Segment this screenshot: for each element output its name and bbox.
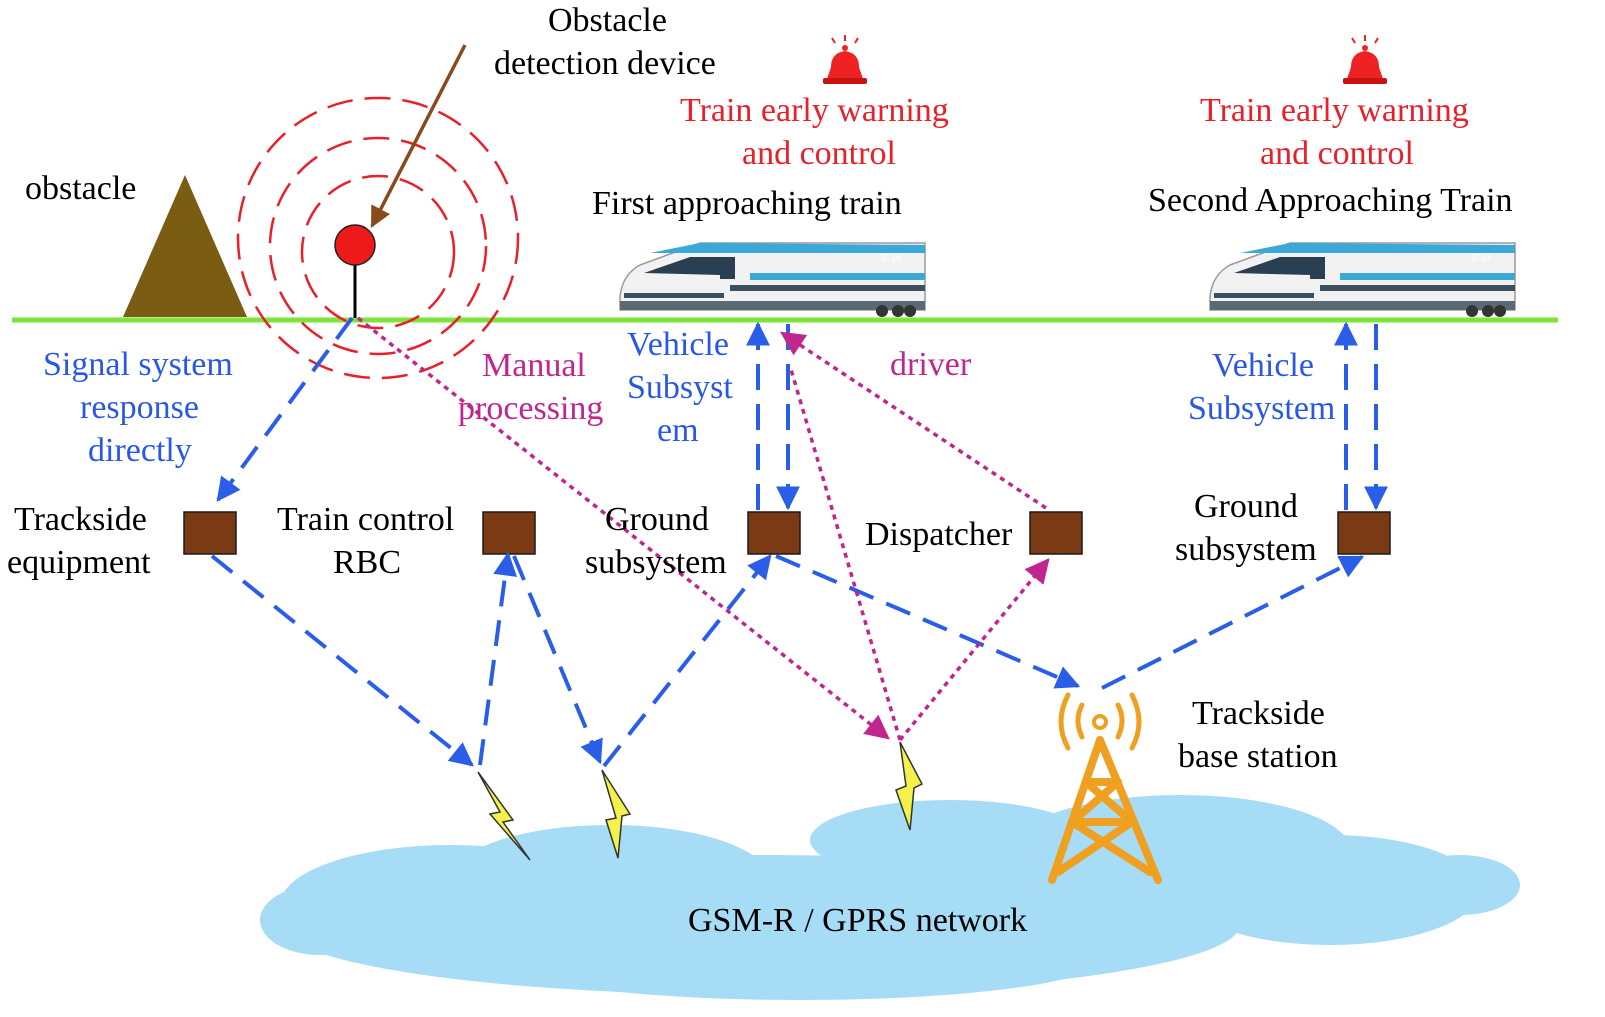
alarm-bell-icon	[823, 35, 867, 84]
labels: obstacle Obstacle detection device Train…	[7, 2, 1513, 939]
dispatcher-box	[1029, 511, 1083, 555]
trackside-equipment-box	[183, 511, 237, 555]
ground2-label-2: subsystem	[1175, 531, 1317, 568]
alarm-bell-icon	[1343, 35, 1387, 84]
manual-label-2: processing	[458, 390, 603, 427]
driver-label: driver	[890, 346, 972, 383]
detector-label-1: Obstacle	[548, 2, 667, 39]
signal-label-1: Signal system	[43, 346, 233, 383]
detector-pointer-arrow	[370, 44, 467, 228]
rbc-box	[482, 511, 536, 555]
rbc-label-1: Train control	[277, 501, 454, 538]
warning-label-1b: and control	[742, 135, 896, 172]
network-cloud	[260, 795, 1520, 1000]
vehicle1-label-1: Vehicle	[627, 326, 729, 363]
manual-arrows	[356, 316, 1050, 742]
ground-subsystem-box-2	[1337, 511, 1391, 555]
obstacle-label: obstacle	[25, 170, 136, 207]
dispatcher-label: Dispatcher	[865, 516, 1013, 553]
ground-subsystem-box	[747, 511, 801, 555]
obstacle-shape	[123, 175, 247, 317]
network-label: GSM-R / GPRS network	[688, 902, 1027, 939]
base-station-label-1: Trackside	[1192, 695, 1325, 732]
vehicle2-label-1: Vehicle	[1212, 347, 1314, 384]
vehicle2-label-2: Subsystem	[1188, 390, 1335, 427]
train-code: E-14	[1472, 253, 1491, 263]
trackside-label-1: Trackside	[14, 501, 147, 538]
ground1-label-2: subsystem	[585, 544, 727, 581]
base-station-label-2: base station	[1178, 738, 1338, 775]
train2-label: Second Approaching Train	[1148, 182, 1513, 219]
lightning-icon	[477, 741, 924, 861]
trackside-label-2: equipment	[7, 544, 151, 581]
base-station-tower-icon	[1048, 692, 1162, 884]
detector-label-2: detection device	[494, 45, 716, 82]
manual-label-1: Manual	[482, 347, 586, 384]
vehicle1-label-3: em	[657, 412, 699, 449]
rbc-label-2: RBC	[333, 544, 401, 581]
signal-label-2: response	[80, 389, 199, 426]
warning-label-1a: Train early warning	[680, 92, 949, 129]
train1-label: First approaching train	[592, 185, 902, 222]
ground2-label-1: Ground	[1194, 488, 1298, 525]
detection-rings	[236, 96, 520, 380]
train-icon: E-14	[1209, 242, 1516, 317]
obstacle-detector	[334, 224, 376, 318]
vehicle1-label-2: Subsyst	[627, 369, 733, 406]
signal-label-3: directly	[88, 432, 192, 469]
ground1-label-1: Ground	[605, 501, 709, 538]
warning-label-2b: and control	[1260, 135, 1414, 172]
train-icon: E-14	[619, 242, 926, 317]
warning-label-2a: Train early warning	[1200, 92, 1469, 129]
signal-arrows	[210, 316, 1388, 768]
train-code: E-14	[882, 253, 901, 263]
